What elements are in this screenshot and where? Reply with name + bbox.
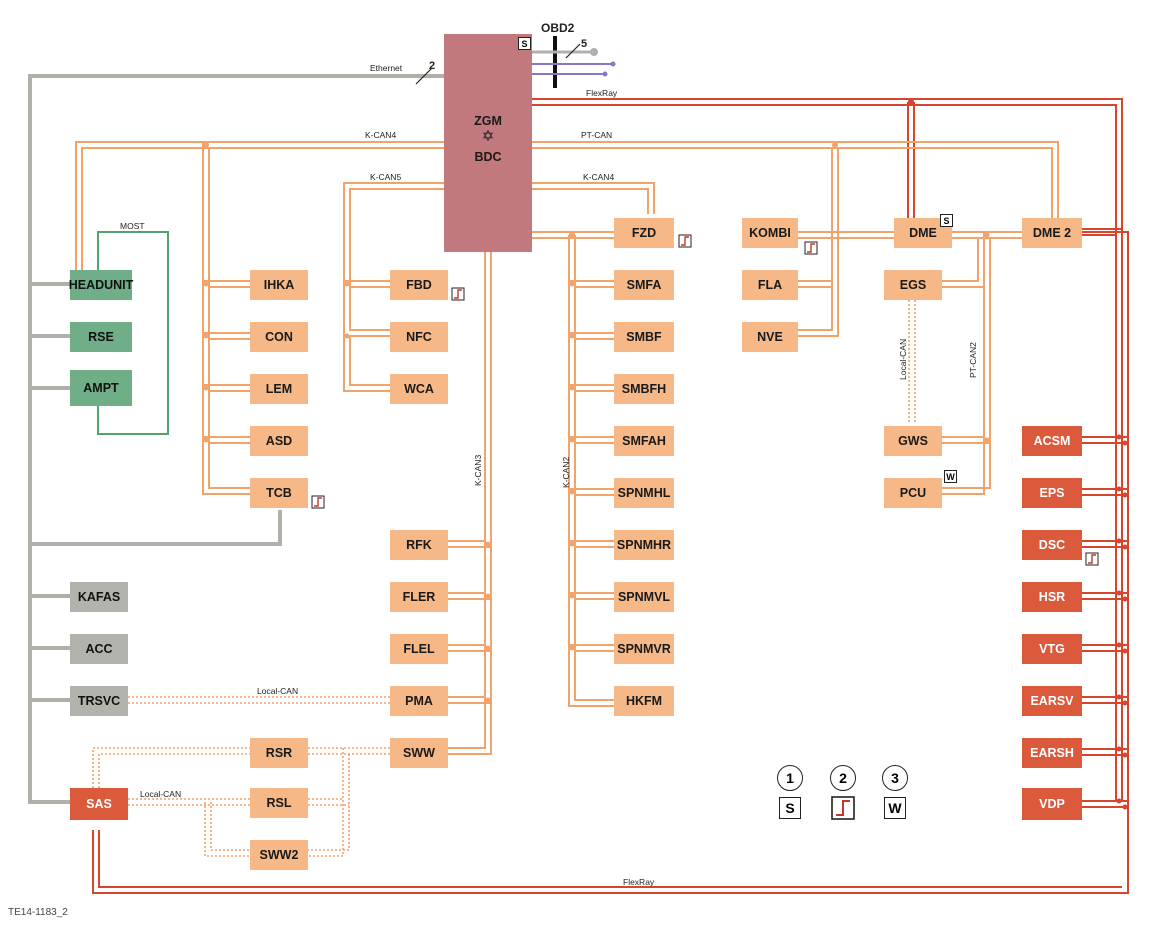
ptcan-label: PT-CAN <box>581 130 613 140</box>
module-con: CON <box>250 322 308 352</box>
bdc-label: BDC <box>474 150 502 164</box>
module-sas: SAS <box>70 788 128 820</box>
flexray-top-label: FlexRay <box>586 88 618 98</box>
module-acsm: ACSM <box>1022 426 1082 456</box>
module-fzd: FZD <box>614 218 674 248</box>
module-earsh: EARSH <box>1022 738 1082 768</box>
most-label: MOST <box>120 221 145 231</box>
module-gws: GWS <box>884 426 942 456</box>
module-earsv: EARSV <box>1022 686 1082 716</box>
module-spnmhr: SPNMHR <box>614 530 674 560</box>
module-trsvc: TRSVC <box>70 686 128 716</box>
module-hsr: HSR <box>1022 582 1082 612</box>
legend-num-2: 2 <box>830 765 856 791</box>
kcan5-label: K-CAN5 <box>370 172 402 182</box>
module-kafas: KAFAS <box>70 582 128 612</box>
local-can-pma-label: Local-CAN <box>257 686 299 696</box>
module-flel: FLEL <box>390 634 448 664</box>
local-can-sas-label: Local-CAN <box>140 789 182 799</box>
module-rfk: RFK <box>390 530 448 560</box>
dme-badge: S <box>940 214 953 227</box>
module-smfa: SMFA <box>614 270 674 300</box>
module-rse: RSE <box>70 322 132 352</box>
obd2-label: OBD2 <box>541 21 575 35</box>
module-sww2: SWW2 <box>250 840 308 870</box>
module-smbf: SMBF <box>614 322 674 352</box>
legend-symbol-w: W <box>884 797 906 819</box>
module-ampt: AMPT <box>70 370 132 406</box>
module-pcu: PCU <box>884 478 942 508</box>
module-rsl: RSL <box>250 788 308 818</box>
module-dsc: DSC <box>1022 530 1082 560</box>
module-pma: PMA <box>390 686 448 716</box>
module-smbfh: SMBFH <box>614 374 674 404</box>
module-kombi: KOMBI <box>742 218 798 248</box>
module-fla: FLA <box>742 270 798 300</box>
module-fbd: FBD <box>390 270 448 300</box>
kcan4-right-label: K-CAN4 <box>583 172 615 182</box>
module-acc: ACC <box>70 634 128 664</box>
figure-id: TE14-1183_2 <box>8 907 68 918</box>
flexray-lines <box>92 98 1129 894</box>
module-vtg: VTG <box>1022 634 1082 664</box>
module-spnmhl: SPNMHL <box>614 478 674 508</box>
star-icon: ✡ <box>481 128 495 145</box>
module-spnmvl: SPNMVL <box>614 582 674 612</box>
ethernet-count: 2 <box>429 60 436 72</box>
module-vdp: VDP <box>1022 788 1082 820</box>
module-rsr: RSR <box>250 738 308 768</box>
kcan2-label: K-CAN2 <box>561 456 571 488</box>
module-eps: EPS <box>1022 478 1082 508</box>
zgm-gateway: ZGM ✡ BDC <box>444 34 532 252</box>
module-hkfm: HKFM <box>614 686 674 716</box>
ethernet-lines <box>28 74 444 804</box>
legend-num-3: 3 <box>882 765 908 791</box>
module-sww: SWW <box>390 738 448 768</box>
ethernet-label: Ethernet <box>370 63 403 73</box>
module-dme2: DME 2 <box>1022 218 1082 248</box>
module-fler: FLER <box>390 582 448 612</box>
module-smfah: SMFAH <box>614 426 674 456</box>
flexray-bottom-label: FlexRay <box>623 877 655 887</box>
zgm-badge: S <box>518 37 531 50</box>
module-nfc: NFC <box>390 322 448 352</box>
module-egs: EGS <box>884 270 942 300</box>
kcan4-left-label: K-CAN4 <box>365 130 397 140</box>
module-headunit: HEADUNIT <box>69 270 133 300</box>
legend-num-1: 1 <box>777 765 803 791</box>
module-tcb: TCB <box>250 478 308 508</box>
module-lem: LEM <box>250 374 308 404</box>
local-can-gws-label: Local-CAN <box>898 338 908 380</box>
kcan3-label: K-CAN3 <box>473 454 483 486</box>
ptcan2-label: PT-CAN2 <box>968 342 978 378</box>
module-spnmvr: SPNMVR <box>614 634 674 664</box>
can-lines <box>75 141 1059 755</box>
module-wca: WCA <box>390 374 448 404</box>
module-ihka: IHKA <box>250 270 308 300</box>
local-can-lines <box>92 300 916 857</box>
obd2-count: 5 <box>581 38 588 50</box>
zgm-label: ZGM <box>474 114 502 128</box>
module-asd: ASD <box>250 426 308 456</box>
wakeup-icons <box>311 234 1099 820</box>
legend-symbol-s: S <box>779 797 801 819</box>
module-nve: NVE <box>742 322 798 352</box>
pcu-badge: W <box>944 470 957 483</box>
